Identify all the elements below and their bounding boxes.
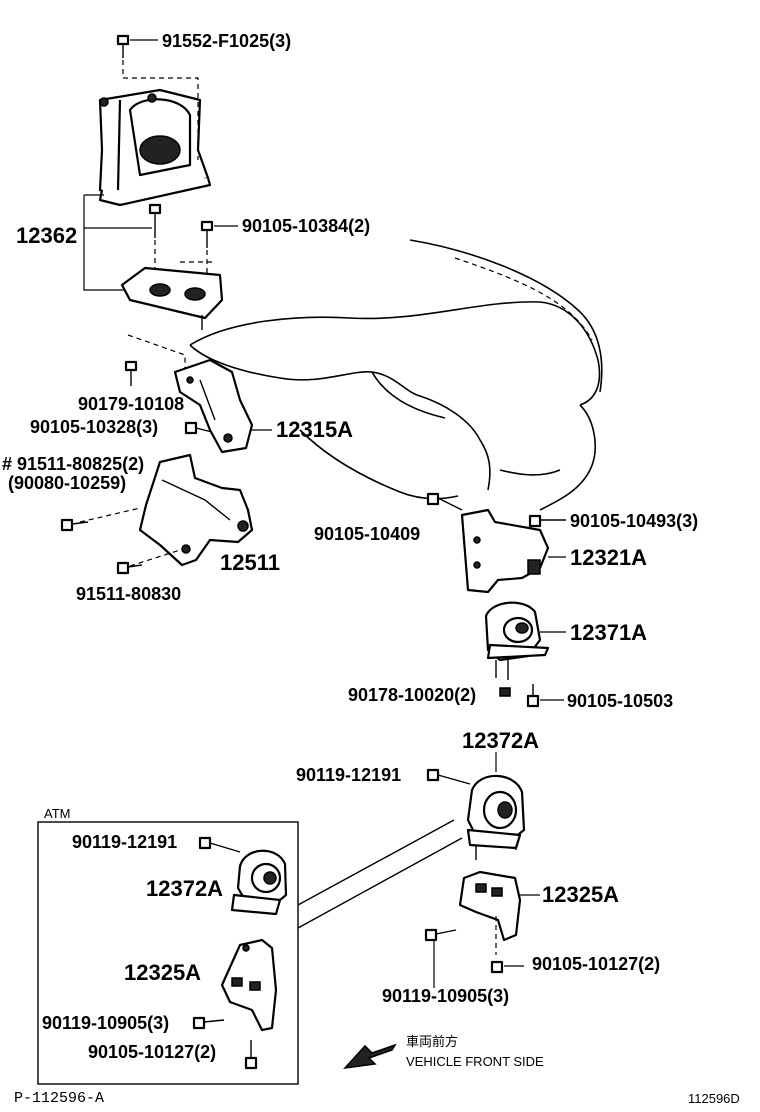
vehicle-front-japanese: 車両前方 [406, 1034, 458, 1049]
bolt-90179-10108 [124, 360, 138, 386]
bolt-91511-80830 [116, 561, 143, 575]
label-12362: 12362 [16, 223, 77, 248]
mount-plate-12362 [120, 266, 224, 330]
label-12325A: 12325A [542, 882, 619, 907]
label-12315A: 12315A [276, 417, 353, 442]
bolt-12362-insert [148, 203, 162, 270]
bolt-91511-80825 [60, 518, 89, 532]
label-12372A: 12372A [462, 728, 539, 753]
atm-label-90119-10905: 90119-10905(3) [42, 1013, 169, 1033]
mount-12371A [484, 601, 566, 680]
bolt-90105-10127-right [490, 960, 524, 974]
bolt-90119-10905-right [424, 928, 457, 988]
label-90119-10905: 90119-10905(3) [382, 986, 509, 1006]
bracket-12315A [127, 334, 272, 454]
nut-90178-10020 [499, 687, 511, 697]
label-90105-10127: 90105-10127(2) [532, 954, 660, 974]
label-90105-10409: 90105-10409 [314, 524, 420, 544]
label-90119-12191: 90119-12191 [296, 765, 401, 785]
label-90178-10020: 90178-10020(2) [348, 685, 476, 705]
bolt-90105-10493 [528, 514, 566, 528]
label-12321A: 12321A [570, 545, 647, 570]
label-12511: 12511 [220, 550, 280, 575]
mount-12372A [426, 752, 526, 860]
upper-mount-bracket [98, 88, 212, 207]
vehicle-front-english: VEHICLE FRONT SIDE [406, 1054, 544, 1069]
label-90105-10328: 90105-10328(3) [30, 417, 158, 437]
atm-label-12372A: 12372A [146, 876, 223, 901]
atm-label-90119-12191: 90119-12191 [72, 832, 177, 852]
leader-12362 [83, 194, 152, 291]
label-90105-10503: 90105-10503 [567, 691, 673, 711]
label-90105-10493: 90105-10493(3) [570, 511, 698, 531]
label-91552-F1025: 91552-F1025(3) [162, 31, 291, 51]
bracket-12511 [79, 453, 254, 567]
bolt-90105-10503 [526, 684, 564, 708]
footer-left-code: P-112596-A [14, 1090, 104, 1107]
label-90179-10108: 90179-10108 [78, 394, 184, 414]
atm-label-12325A: 12325A [124, 960, 201, 985]
engine-outline [189, 239, 603, 511]
bracket-12321A [426, 492, 566, 594]
label-12371A: 12371A [570, 620, 647, 645]
atm-title: ATM [44, 806, 70, 821]
bolt-91552-top [116, 34, 199, 160]
label-91511-80830: 91511-80830 [76, 584, 181, 604]
bracket-12325A [458, 870, 540, 955]
label-90105-10384: 90105-10384(2) [242, 216, 370, 236]
atm-label-90105-10127: 90105-10127(2) [88, 1042, 216, 1062]
footer-right-code: 112596D [688, 1091, 740, 1106]
atm-inset [37, 819, 463, 1085]
vehicle-front-arrow [343, 1043, 397, 1070]
label-91511-80825: # 91511-80825(2) [2, 454, 144, 474]
bolt-90105-10384 [180, 220, 238, 280]
bolt-90105-10328 [184, 421, 213, 435]
label-90080-10259: (90080-10259) [8, 473, 126, 493]
